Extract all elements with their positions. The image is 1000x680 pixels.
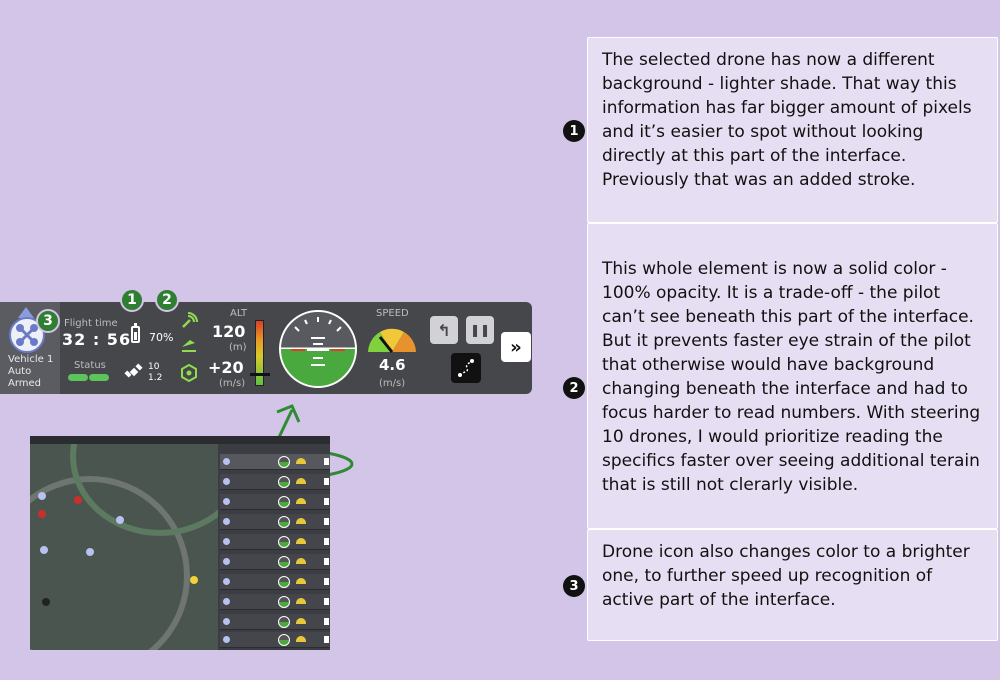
- note-badge-3: 3: [563, 575, 585, 597]
- mini-row: [220, 632, 330, 648]
- expand-button[interactable]: »: [501, 332, 531, 362]
- telemetry-signal-icon: [180, 312, 198, 334]
- mini-row: [220, 494, 330, 510]
- mini-row: [220, 594, 330, 610]
- vehicle-mode: Auto: [8, 366, 32, 377]
- return-to-launch-button[interactable]: ↰: [430, 316, 458, 344]
- battery-value: 70%: [149, 331, 174, 344]
- flight-time-label: Flight time: [64, 318, 118, 329]
- badge-1: 1: [120, 288, 144, 312]
- speed-unit: (m/s): [379, 378, 406, 389]
- route-icon: [458, 359, 474, 377]
- map-drone-icon: [38, 492, 46, 500]
- mini-row: [220, 474, 330, 490]
- attitude-indicator: [279, 310, 357, 388]
- mini-row: [220, 534, 330, 550]
- speed-gauge: [366, 324, 418, 354]
- satellite-icon: [124, 362, 144, 386]
- mission-route-button[interactable]: [451, 353, 481, 383]
- note-badge-1: 1: [563, 120, 585, 142]
- vehicle-armed: Armed: [8, 378, 42, 389]
- drone-status-panel[interactable]: Vehicle 1 Auto Armed Flight time 32 : 56…: [0, 302, 532, 394]
- landing-icon: [180, 338, 198, 358]
- altitude-bar: [255, 320, 264, 386]
- status-pill-left: [68, 374, 88, 381]
- pause-icon: ❚❚: [469, 323, 491, 337]
- overview-screenshot: [30, 436, 330, 650]
- geofence-icon: [180, 363, 198, 386]
- badge-3: 3: [36, 309, 60, 333]
- note-2: This whole element is now a solid color …: [587, 223, 998, 529]
- speed-label: SPEED: [376, 308, 409, 319]
- map-drone-icon: [86, 548, 94, 556]
- vertical-speed-value: +20: [208, 358, 244, 377]
- map-drone-icon: [190, 576, 198, 584]
- speed-value: 4.6: [379, 356, 406, 374]
- return-arrow-icon: ↰: [437, 320, 451, 340]
- hdop-value: 1.2: [148, 373, 163, 383]
- alt-label: ALT: [230, 308, 248, 319]
- map-drone-icon: [116, 516, 124, 524]
- battery-icon: [131, 323, 140, 343]
- status-label: Status: [74, 360, 106, 371]
- map-drone-icon: [74, 496, 82, 504]
- heading-indicator-icon: [18, 307, 34, 318]
- mini-topbar: [30, 436, 330, 444]
- note-badge-2: 2: [563, 377, 585, 399]
- satellite-count: 10: [148, 362, 160, 372]
- note-1-text: The selected drone has now a different b…: [602, 50, 972, 190]
- map-drone-icon: [38, 510, 46, 518]
- altitude-unit: (m): [229, 342, 247, 353]
- altitude-marker: [250, 373, 270, 376]
- status-pill-right: [89, 374, 109, 381]
- mini-row-selected: [220, 454, 330, 470]
- mini-row: [220, 614, 330, 630]
- note-3-text: Drone icon also changes color to a brigh…: [602, 542, 970, 610]
- drone-glyph-icon: [16, 324, 38, 346]
- vertical-speed-unit: (m/s): [219, 378, 246, 389]
- map-drone-icon: [42, 598, 50, 606]
- badge-2: 2: [155, 288, 179, 312]
- vehicle-info: Vehicle 1 Auto Armed: [8, 354, 53, 390]
- note-2-text: This whole element is now a solid color …: [602, 259, 981, 495]
- note-3: Drone icon also changes color to a brigh…: [587, 529, 998, 641]
- flight-time-value: 32 : 56: [62, 330, 132, 349]
- vehicle-name: Vehicle 1: [8, 354, 54, 365]
- map-drone-icon: [40, 546, 48, 554]
- pause-button[interactable]: ❚❚: [466, 316, 494, 344]
- satellite-values: 10 1.2: [148, 362, 162, 384]
- mini-row: [220, 514, 330, 530]
- note-1: The selected drone has now a different b…: [587, 37, 998, 223]
- altitude-value: 120: [212, 322, 246, 341]
- mini-row: [220, 554, 330, 570]
- mini-row: [220, 574, 330, 590]
